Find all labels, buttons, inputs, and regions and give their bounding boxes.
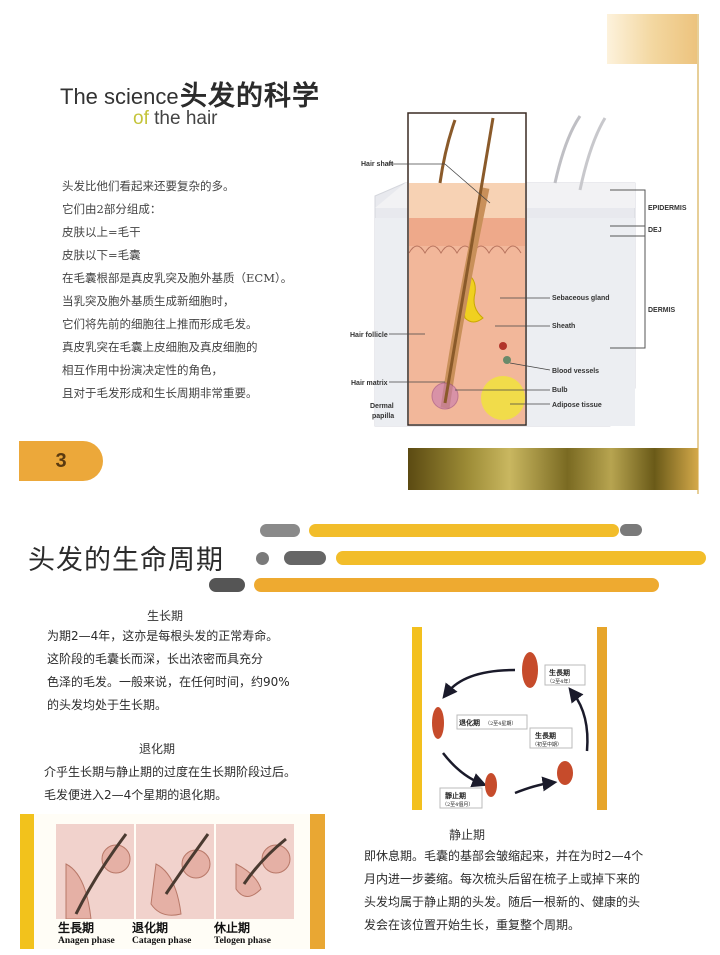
svg-text:（初至中期）: （初至中期） <box>532 741 562 748</box>
hair-cycle-diagram: 生長期 （2至4年） 退化期 （2至4星期） 生長期 （初至中期） 靜止期 （2… <box>412 627 607 810</box>
stripe <box>284 551 326 565</box>
strip-border-right <box>310 814 325 949</box>
anagen-line: 这阶段的毛囊长而深，长出浓密而具充分 <box>47 652 264 666</box>
phase-label-catagen: 退化期 Catagen phase <box>132 921 192 946</box>
intro-line: 当乳突及胞外基质生成新细胞时， <box>62 294 235 308</box>
telogen-line: 即休息期。毛囊的基部会皱缩起来，并在为时2—4个 <box>364 849 644 863</box>
stripe <box>620 524 642 536</box>
telogen-line: 头发均属于静止期的头发。随后一根新的、健康的头 <box>364 895 641 909</box>
stripe <box>336 551 706 565</box>
label-hair-follicle: Hair follicle <box>350 332 388 339</box>
label-dermal: Dermal <box>370 403 394 410</box>
label-sheath: Sheath <box>552 323 575 330</box>
intro-line: 皮肤以上=毛干 <box>62 225 141 239</box>
title-english: The science <box>60 84 179 109</box>
anagen-line: 色泽的毛发。一般来说，在任何时间，约90% <box>47 675 290 689</box>
intro-line: 皮肤以下=毛囊 <box>62 248 141 262</box>
svg-text:生長期: 生長期 <box>535 731 556 740</box>
anagen-line: 的头发均处于生长期。 <box>47 698 168 712</box>
label-adipose-tissue: Adipose tissue <box>552 402 602 409</box>
subtitle-of: of <box>133 108 149 129</box>
svg-text:退化期: 退化期 <box>459 718 480 727</box>
catagen-body: 介乎生长期与静止期的过度在生长期阶段过后。 毛发便进入2—4个星期的退化期。 <box>44 761 296 807</box>
intro-paragraph: 头发比他们看起来还要复杂的多。 它们由2部分组成： 皮肤以上=毛干 皮肤以下=毛… <box>62 175 352 405</box>
svg-text:（2至4年）: （2至4年） <box>547 678 573 685</box>
intro-line: 它们由2部分组成： <box>62 202 162 216</box>
anagen-line: 为期2—4年，这亦是每根头发的正常寿命。 <box>47 629 279 643</box>
stripe <box>309 524 619 537</box>
catagen-line: 介乎生长期与静止期的过度在生长期阶段过后。 <box>44 765 297 779</box>
phase-illustration-strip: 生長期 Anagen phase 退化期 Catagen phase 休止期 T… <box>20 814 325 949</box>
decorative-gold-header <box>607 14 699 64</box>
stripe <box>209 578 245 592</box>
svg-text:（2至4個月）: （2至4個月） <box>442 801 473 808</box>
anagen-heading: 生长期 <box>146 609 183 623</box>
telogen-body: 即休息期。毛囊的基部会皱缩起来，并在为时2—4个 月内进一步萎缩。每次梳头后留在… <box>364 845 643 937</box>
decorative-gold-border <box>697 14 699 494</box>
intro-line: 它们将先前的细胞往上推而形成毛发。 <box>62 317 258 331</box>
svg-text:生長期: 生長期 <box>549 668 570 677</box>
subtitle-rest: the hair <box>148 108 218 129</box>
strip-border-left <box>20 814 34 949</box>
telogen-heading: 静止期 <box>448 828 485 842</box>
section-title-lifecycle: 头发的生命周期 <box>28 545 224 576</box>
stripe <box>256 552 269 565</box>
hair-anatomy-diagram: Hair shaft Hair follicle Hair matrix Der… <box>350 112 687 427</box>
svg-text:靜止期: 靜止期 <box>445 791 466 800</box>
label-dej: DEJ <box>648 227 662 234</box>
intro-line: 且对于毛发形成和生长周期非常重要。 <box>62 386 258 400</box>
anagen-body: 为期2—4年，这亦是每根头发的正常寿命。 这阶段的毛囊长而深，长出浓密而具充分 … <box>47 625 290 717</box>
page-number-tab: 3 <box>19 441 103 481</box>
intro-line: 真皮乳突在毛囊上皮细胞及真皮细胞的 <box>62 340 258 354</box>
phase-label-anagen: 生長期 Anagen phase <box>58 921 115 946</box>
label-bulb: Bulb <box>552 387 568 394</box>
catagen-heading: 退化期 <box>138 742 175 756</box>
intro-line: 相互作用中扮演决定性的角色， <box>62 363 223 377</box>
svg-text:（2至4星期）: （2至4星期） <box>485 721 516 727</box>
label-dermis: DERMIS <box>648 307 676 314</box>
telogen-line: 发会在该位置开始生长，重复整个周期。 <box>364 918 581 932</box>
stripe <box>260 524 300 537</box>
label-blood-vessels: Blood vessels <box>552 368 599 375</box>
intro-line: 在毛囊根部是真皮乳突及胞外基质（ECM）。 <box>62 271 293 285</box>
subtitle: of the hair <box>133 108 218 130</box>
intro-line: 头发比他们看起来还要复杂的多。 <box>62 179 235 193</box>
label-epidermis: EPIDERMIS <box>648 205 687 212</box>
stripe <box>254 578 659 592</box>
page-number: 3 <box>55 449 67 472</box>
phase-label-telogen: 休止期 Telogen phase <box>214 921 271 946</box>
title-chinese: 头发的科学 <box>180 81 320 112</box>
decorative-gold-bar <box>408 448 698 490</box>
label-hair-shaft: Hair shaft <box>361 161 394 168</box>
label-sebaceous-gland: Sebaceous gland <box>552 295 610 302</box>
label-papilla: papilla <box>372 413 394 420</box>
phase-illustrations <box>56 824 294 919</box>
telogen-line: 月内进一步萎缩。每次梳头后留在梳子上或掉下来的 <box>364 872 641 886</box>
catagen-line: 毛发便进入2—4个星期的退化期。 <box>44 788 228 802</box>
label-hair-matrix: Hair matrix <box>351 380 388 387</box>
